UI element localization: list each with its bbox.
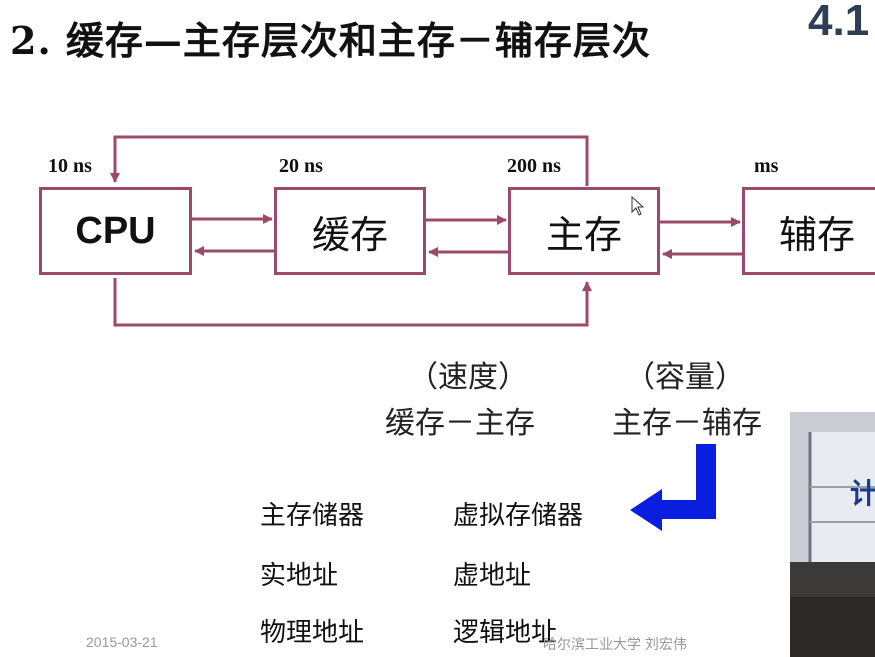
- cache-label: 缓存: [311, 212, 388, 257]
- term-virtual-memory: 虚拟存储器: [453, 501, 584, 531]
- lecturer-video-overlay[interactable]: 计: [790, 412, 875, 657]
- footer-author: 哈尔滨工业大学 刘宏伟: [543, 636, 687, 652]
- mouse-cursor-icon: [631, 196, 645, 216]
- main-memory-box: 主存: [508, 187, 660, 275]
- term-real-address: 实地址: [260, 561, 339, 591]
- cache-box: 缓存: [274, 187, 426, 275]
- capacity-caption: （容量）: [625, 360, 745, 395]
- aux-storage-box: 辅存: [742, 187, 875, 275]
- aux-time: ms: [754, 155, 779, 177]
- aux-storage-label: 辅存: [778, 212, 855, 257]
- cache-main-caption: 缓存－主存: [385, 406, 535, 441]
- bypass-line-bottom: [113, 278, 592, 327]
- cpu-box: CPU: [39, 187, 192, 275]
- speed-caption: （速度）: [408, 360, 528, 395]
- blue-arrow-icon: [630, 444, 716, 531]
- term-virtual-address: 虚地址: [453, 561, 532, 591]
- slide-title: 2. 缓存—主存层次和主存－辅存层次: [10, 18, 651, 63]
- footer-date: 2015-03-21: [86, 634, 158, 650]
- cpu-time: 10 ns: [48, 155, 92, 177]
- term-physical-address: 物理地址: [260, 618, 365, 648]
- video-sign-text: 计: [850, 477, 875, 510]
- term-main-memory: 主存储器: [260, 501, 365, 531]
- main-aux-caption: 主存－辅存: [612, 406, 762, 441]
- main-time: 200 ns: [507, 155, 561, 177]
- cache-time: 20 ns: [279, 155, 323, 177]
- cpu-label: CPU: [75, 209, 156, 252]
- bypass-line-top: [110, 135, 589, 186]
- chapter-number: 4.1: [808, 0, 870, 45]
- main-memory-label: 主存: [545, 212, 622, 257]
- video-scene: [790, 412, 875, 657]
- term-logical-address: 逻辑地址: [453, 618, 558, 648]
